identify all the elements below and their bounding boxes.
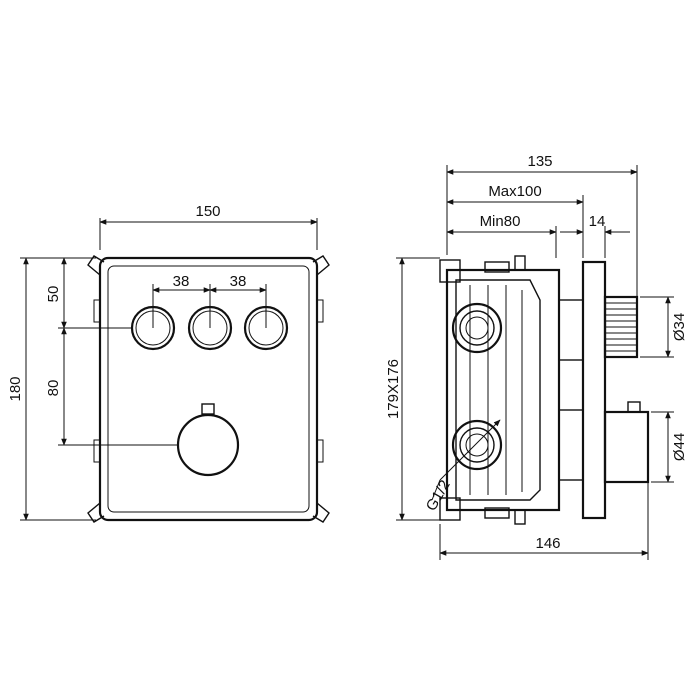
thermostat-knob: [176, 403, 240, 477]
button-pitch-right-label: 38: [230, 273, 247, 290]
front-width-label: 150: [195, 203, 220, 220]
front-plate: [98, 256, 319, 522]
spacer-collar-lower: [558, 409, 584, 481]
body-inner-profile: [455, 279, 541, 501]
side-tab: [316, 299, 324, 323]
bottom-bracket-2: [484, 507, 510, 519]
bottom-depth-label: 146: [535, 535, 560, 552]
bottom-bracket: [439, 497, 461, 521]
mounting-lug-top-right: [312, 255, 330, 276]
thread-size-label: G1/2: [423, 477, 454, 514]
overall-depth-label: 135: [527, 153, 552, 170]
front-view: 150 38 38 180 50 80: [7, 203, 330, 523]
front-plate-inner: [107, 265, 310, 513]
knurled-button-stem: [603, 295, 639, 359]
flange-thickness-label: 14: [589, 213, 606, 230]
bottom-bolt: [514, 509, 526, 525]
top-bolt: [514, 255, 526, 271]
side-view: 135 Max100 Min80 14 179X176 G1/2 146 Ø34: [385, 153, 688, 560]
mounting-lug-bottom-right: [312, 502, 330, 523]
mounting-lug-top-left: [87, 255, 105, 276]
front-height-label: 180: [7, 376, 24, 401]
top-bracket: [439, 259, 461, 283]
min-depth-label: Min80: [480, 213, 521, 230]
valve-body: [445, 268, 561, 512]
thermostat-handle: [603, 401, 650, 484]
upper-diameter-label: Ø34: [671, 313, 688, 341]
max-depth-label: Max100: [488, 183, 541, 200]
mounting-lug-bottom-left: [87, 502, 105, 523]
side-tab: [93, 299, 101, 323]
spacing-top-label: 50: [45, 286, 62, 303]
lower-diameter-label: Ø44: [671, 433, 688, 461]
upper-inlet-port: [451, 302, 503, 354]
button-pitch-left-label: 38: [173, 273, 190, 290]
side-tab: [316, 439, 324, 463]
spacing-mid-label: 80: [45, 380, 62, 397]
top-bracket-2: [484, 261, 510, 273]
mounting-plate: [581, 260, 607, 520]
side-tab: [93, 439, 101, 463]
box-size-label: 179X176: [385, 359, 402, 419]
lower-inlet-port: [451, 419, 503, 471]
spacer-collar: [558, 299, 584, 361]
